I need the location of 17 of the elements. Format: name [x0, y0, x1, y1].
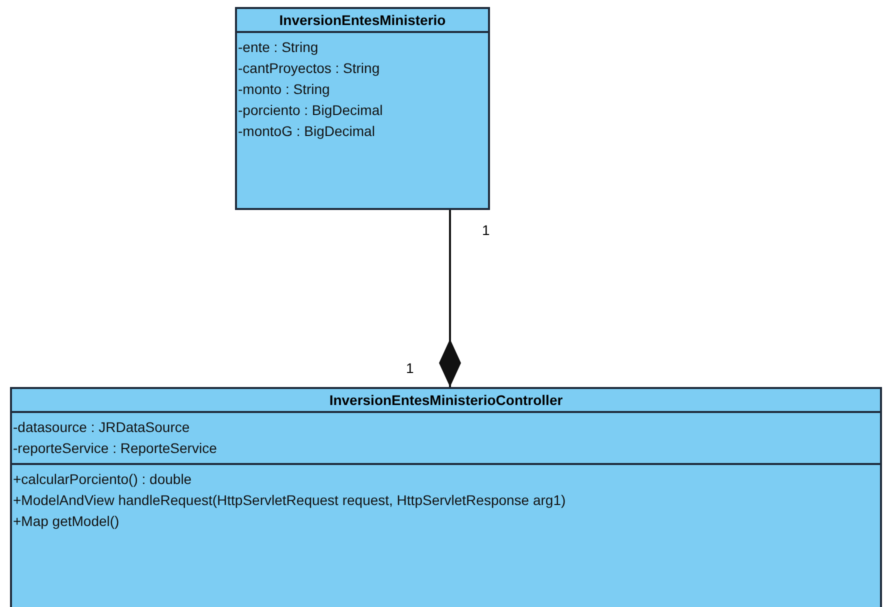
attribute-text: -monto : String — [238, 81, 330, 97]
operation-text: +Map getModel() — [13, 513, 120, 529]
class-box — [235, 7, 490, 210]
composition-line — [439, 210, 461, 387]
attribute-text: -cantProyectos : String — [238, 60, 380, 76]
operation-text: +calcularPorciento() : double — [13, 471, 192, 487]
class-box — [10, 387, 882, 607]
attribute-text: -montoG : BigDecimal — [238, 123, 375, 139]
class-name: InversionEntesMinisterioController — [329, 392, 563, 408]
multiplicity-label: 1 — [406, 360, 414, 376]
attribute-text: -reporteService : ReporteService — [13, 440, 217, 456]
operation-text: +ModelAndView handleRequest(HttpServletRequest request, HttpServletResponse arg1) — [13, 492, 566, 508]
attribute-text: -ente : String — [238, 39, 318, 55]
multiplicity-label: 1 — [482, 222, 490, 238]
attribute-text: -datasource : JRDataSource — [13, 419, 190, 435]
class-name: InversionEntesMinisterio — [279, 12, 446, 28]
attribute-text: -porciento : BigDecimal — [238, 102, 383, 118]
